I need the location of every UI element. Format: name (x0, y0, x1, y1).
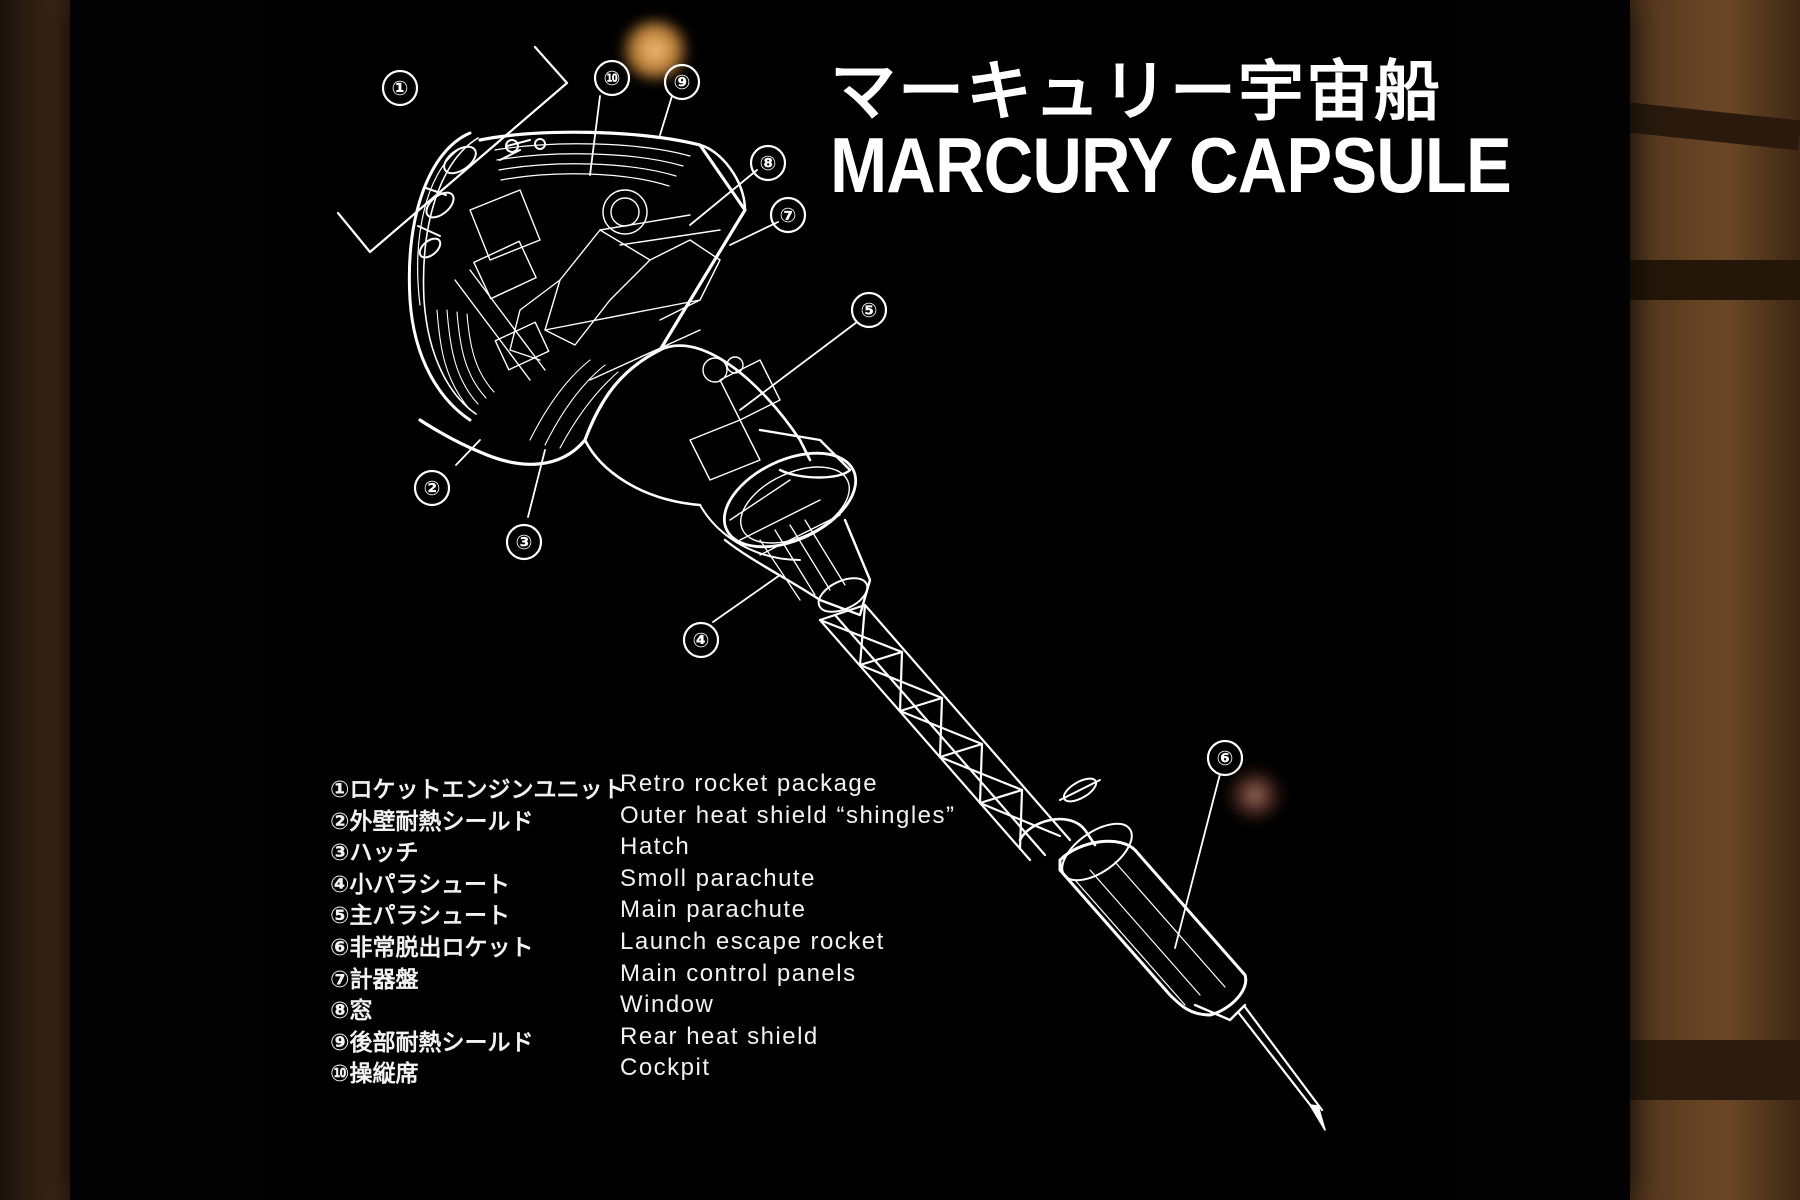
light-reflection (620, 20, 690, 80)
legend-number: ⑤ (330, 903, 350, 930)
legend-number: ⑩ (330, 1061, 350, 1088)
legend-number: ⑥ (330, 934, 350, 961)
title-japanese: マーキュリー宇宙船 (830, 53, 1442, 130)
legend-english: Outer heat shield “shingles” (620, 801, 956, 829)
callout-number: ② (424, 476, 441, 500)
legend-japanese: 後部耐熱シールド (349, 1029, 534, 1056)
legend-number: ⑧ (330, 998, 350, 1025)
callout-marker (749, 144, 787, 182)
callout-number: ④ (693, 628, 710, 652)
legend-japanese: 窓 (349, 998, 373, 1025)
legend-number: ① (330, 777, 350, 803)
legend-number: ③ (330, 840, 350, 867)
capsule-interior (454, 189, 744, 383)
legend-english: Cockpit (620, 1054, 711, 1082)
callout-number: ⑤ (861, 298, 878, 322)
callout-marker (769, 196, 807, 234)
callout-markers (381, 59, 1244, 777)
legend-japanese: 計器盤 (349, 966, 419, 993)
parachute-section (583, 344, 858, 561)
legend-japanese: 非常脱出ロケット (349, 934, 534, 961)
bracket-retro-package (336, 45, 569, 254)
legend-english: Hatch (620, 833, 691, 861)
legend-number: ④ (330, 871, 350, 898)
legend-english: Smoll parachute (620, 864, 816, 892)
callout-marker (593, 59, 631, 97)
callout-marker (682, 621, 720, 659)
escape-tower (818, 603, 1072, 862)
title-english: MARCURY CAPSULE (830, 121, 1512, 209)
legend-japanese: ロケットエンジンユニット (349, 777, 626, 803)
callout-marker (381, 69, 419, 107)
callout-number: ⑨ (674, 70, 691, 94)
retro-rocket-package (417, 138, 546, 259)
capsule-body (418, 130, 747, 466)
heat-shield-base (407, 131, 479, 422)
callout-marker (850, 291, 888, 329)
legend-japanese: 外壁耐熱シールド (349, 808, 534, 835)
callout-number: ① (392, 76, 409, 100)
legend-japanese: 小パラシュート (349, 871, 511, 898)
legend-english: Window (620, 991, 715, 1019)
legend-number: ⑦ (330, 966, 350, 993)
light-reflection (1225, 770, 1285, 820)
legend-number: ② (330, 808, 350, 835)
legend-number: ⑨ (330, 1029, 350, 1056)
callout-number: ⑥ (1217, 746, 1234, 770)
escape-rocket (1018, 777, 1326, 1131)
callout-marker (663, 63, 701, 101)
legend-english: Rear heat shield (620, 1022, 819, 1050)
callout-number: ③ (516, 530, 533, 554)
callout-number: ⑧ (760, 151, 777, 175)
callout-number: ⑩ (604, 66, 621, 90)
callout-number: ⑦ (780, 203, 797, 227)
legend-english: Retro rocket package (620, 770, 879, 797)
callout-marker (1206, 739, 1244, 777)
callout-marker (505, 523, 543, 561)
legend-japanese: ハッチ (349, 840, 419, 867)
legend-english: Launch escape rocket (620, 927, 885, 955)
legend-japanese: 主パラシュート (349, 903, 511, 930)
drogue-section (723, 518, 872, 617)
legend-english: Main control panels (620, 959, 857, 987)
legend-english: Main parachute (620, 896, 807, 924)
leader-lines (455, 95, 1221, 949)
legend-japanese: 操縦席 (349, 1061, 419, 1088)
callout-marker (413, 469, 451, 507)
backdrop-beam (1600, 1040, 1800, 1100)
